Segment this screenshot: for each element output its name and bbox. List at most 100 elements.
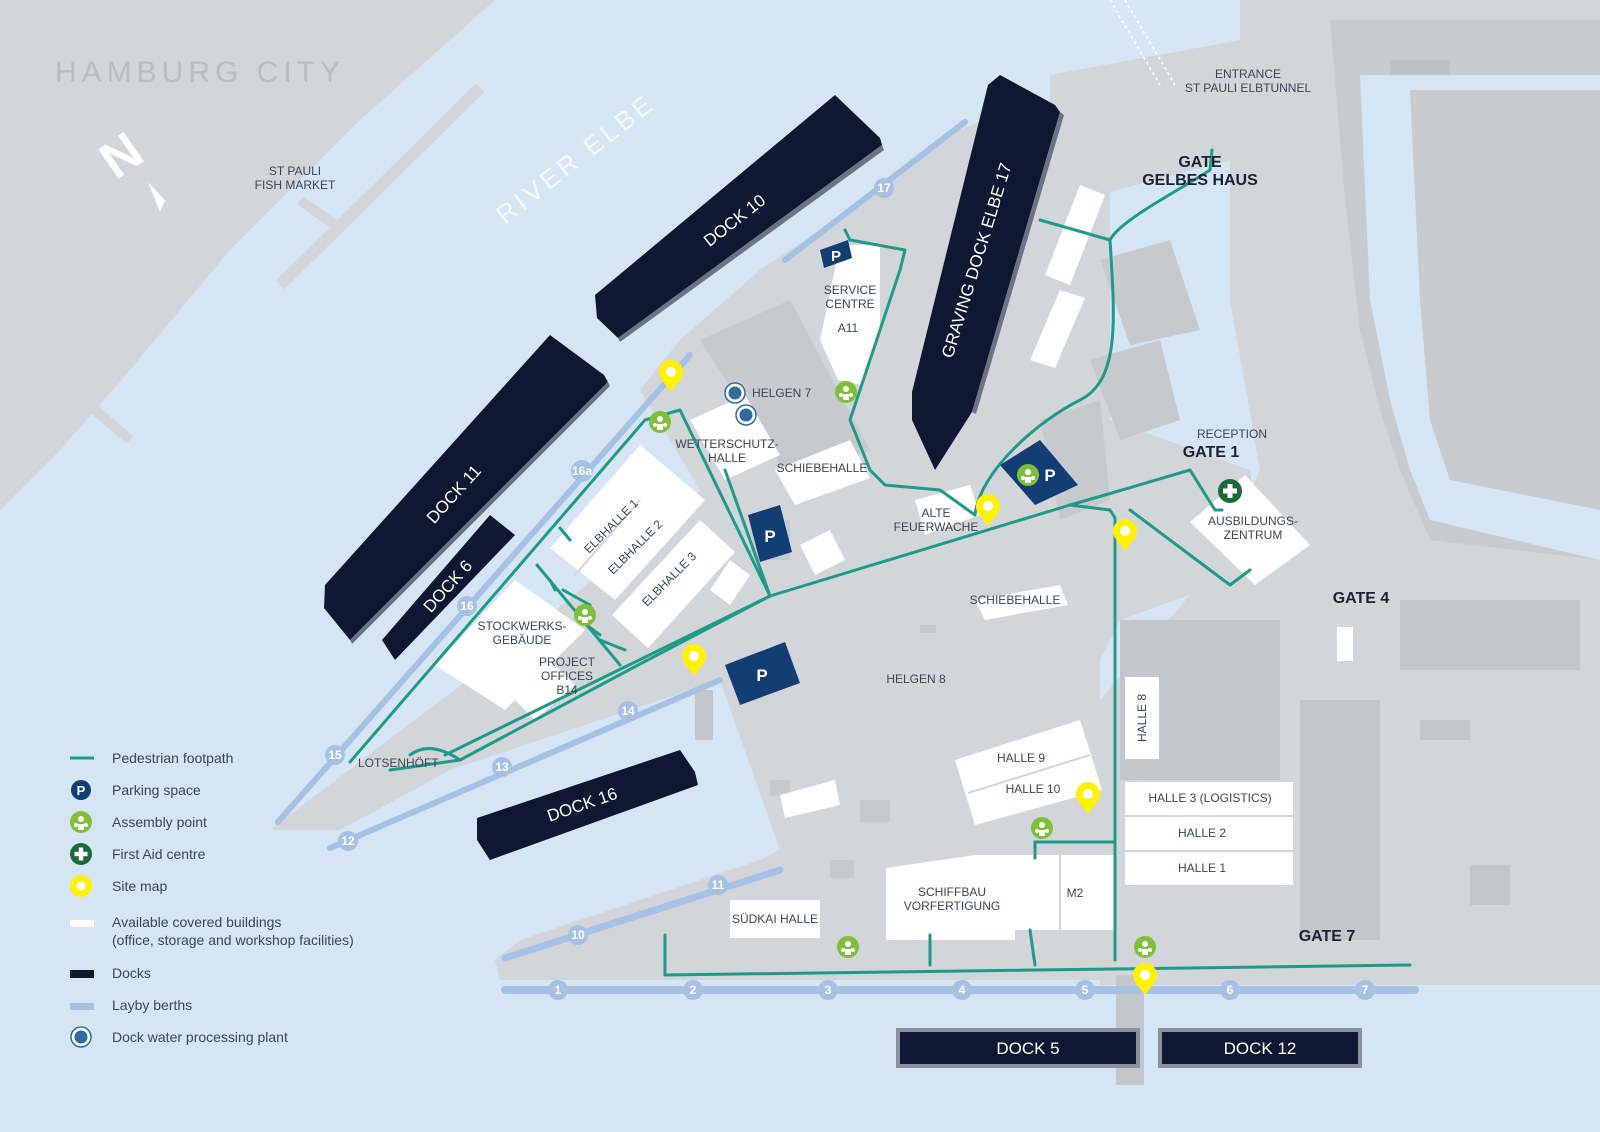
svg-text:ZENTRUM: ZENTRUM bbox=[1224, 528, 1283, 542]
assembly-point-icon[interactable] bbox=[837, 936, 859, 958]
svg-text:11: 11 bbox=[712, 878, 725, 892]
gate-labels: GATE GELBES HAUS GATE 1 GATE 4 GATE 7 bbox=[1142, 154, 1389, 945]
parking-icon[interactable]: P bbox=[748, 505, 792, 562]
pedestrian-footpaths bbox=[348, 148, 1412, 977]
site-map-pin-icon bbox=[70, 875, 92, 897]
svg-text:PROJECT: PROJECT bbox=[539, 655, 596, 669]
svg-text:Layby berths: Layby berths bbox=[112, 997, 192, 1013]
berth-badge: 13 bbox=[492, 757, 512, 777]
svg-text:Parking space: Parking space bbox=[112, 782, 201, 798]
assembly-point-icon[interactable] bbox=[835, 381, 857, 403]
berth-badge: 16 bbox=[457, 596, 477, 616]
parking-icon[interactable]: P bbox=[725, 642, 800, 705]
svg-text:P: P bbox=[77, 783, 86, 798]
gate-7: GATE 7 bbox=[1299, 928, 1356, 945]
covered-building-swatch bbox=[70, 920, 94, 927]
svg-text:VORFERTIGUNG: VORFERTIGUNG bbox=[904, 899, 1000, 913]
building-schiebehalle-top bbox=[775, 440, 870, 505]
svg-text:P: P bbox=[831, 248, 841, 265]
svg-text:Docks: Docks bbox=[112, 965, 151, 981]
svg-text:HALLE 3 (LOGISTICS): HALLE 3 (LOGISTICS) bbox=[1148, 791, 1271, 805]
city-label: HAMBURG CITY bbox=[55, 56, 345, 89]
svg-text:GEBÄUDE: GEBÄUDE bbox=[493, 633, 552, 647]
legend: Pedestrian footpath P Parking space Asse… bbox=[70, 750, 354, 1048]
first-aid-icon bbox=[70, 843, 92, 865]
building-service-centre bbox=[820, 245, 880, 385]
building-halle-2 bbox=[1125, 817, 1293, 850]
building-project-offices bbox=[505, 655, 575, 720]
building-elbhalle-3 bbox=[612, 520, 735, 648]
building-halle-8 bbox=[1125, 677, 1159, 759]
legend-item-docks: Docks bbox=[70, 965, 151, 981]
svg-text:P: P bbox=[756, 666, 767, 685]
gate-1: GATE 1 bbox=[1183, 444, 1240, 461]
svg-text:GELBES HAUS: GELBES HAUS bbox=[1142, 172, 1258, 189]
assembly-point-icon[interactable] bbox=[1031, 817, 1053, 839]
assembly-point-icon[interactable] bbox=[574, 604, 596, 626]
svg-text:ST PAULI: ST PAULI bbox=[269, 164, 321, 178]
svg-text:HALLE 9: HALLE 9 bbox=[997, 751, 1045, 765]
svg-text:HELGEN 8: HELGEN 8 bbox=[886, 672, 946, 686]
docks bbox=[324, 75, 1362, 1068]
dock-16 bbox=[477, 750, 698, 860]
svg-text:HALLE 1: HALLE 1 bbox=[1178, 861, 1226, 875]
assembly-point-icon[interactable] bbox=[1017, 464, 1039, 486]
building-schiebehalle-mid bbox=[975, 585, 1068, 620]
building-halle-9-10 bbox=[955, 720, 1102, 825]
svg-text:B14: B14 bbox=[556, 683, 578, 697]
svg-text:2: 2 bbox=[690, 983, 697, 997]
assembly-point-icon[interactable] bbox=[649, 411, 671, 433]
svg-text:HALLE 8: HALLE 8 bbox=[1135, 694, 1149, 742]
svg-text:DOCK 5: DOCK 5 bbox=[996, 1039, 1059, 1058]
building-strip-north bbox=[1045, 185, 1105, 285]
parking-icon[interactable]: P bbox=[820, 240, 852, 268]
svg-text:AUSBILDUNGS-: AUSBILDUNGS- bbox=[1208, 514, 1298, 528]
svg-text:7: 7 bbox=[1362, 983, 1369, 997]
svg-text:First Aid centre: First Aid centre bbox=[112, 846, 206, 862]
legend-item-layby-berths: Layby berths bbox=[70, 997, 192, 1013]
svg-text:ST PAULI ELBTUNNEL: ST PAULI ELBTUNNEL bbox=[1185, 81, 1312, 95]
svg-text:SCHIEBEHALLE: SCHIEBEHALLE bbox=[970, 593, 1061, 607]
water-plant-icon bbox=[70, 1026, 92, 1048]
svg-text:5: 5 bbox=[1082, 983, 1089, 997]
svg-text:P: P bbox=[764, 527, 775, 546]
legend-item-first-aid: First Aid centre bbox=[70, 843, 206, 865]
svg-text:16: 16 bbox=[460, 599, 474, 613]
dock-12 bbox=[1158, 1028, 1362, 1068]
svg-text:15: 15 bbox=[328, 748, 342, 762]
svg-text:1: 1 bbox=[555, 983, 562, 997]
svg-text:Pedestrian footpath: Pedestrian footpath bbox=[112, 750, 233, 766]
covered-buildings bbox=[435, 185, 1353, 940]
svg-text:M2: M2 bbox=[1067, 886, 1084, 900]
building-alte-feuerwache bbox=[915, 485, 980, 535]
svg-text:(office, storage and workshop: (office, storage and workshop facilities… bbox=[112, 932, 354, 948]
berth-badge: 5 bbox=[1075, 980, 1095, 1000]
svg-text:SERVICE: SERVICE bbox=[824, 283, 876, 297]
legend-item-assembly: Assembly point bbox=[70, 811, 207, 833]
parking-icon[interactable]: P bbox=[1000, 440, 1078, 505]
svg-text:ALTE: ALTE bbox=[921, 506, 950, 520]
svg-text:FISH MARKET: FISH MARKET bbox=[255, 178, 336, 192]
berth-numbers: 1 2 3 4 5 6 7 10 11 12 13 14 15 16 16a 1… bbox=[325, 178, 1375, 1000]
svg-text:13: 13 bbox=[495, 760, 509, 774]
svg-text:LOTSENHÖFT: LOTSENHÖFT bbox=[358, 756, 439, 770]
svg-text:16a: 16a bbox=[572, 464, 592, 478]
svg-text:17: 17 bbox=[877, 181, 891, 195]
svg-text:HELGEN 7: HELGEN 7 bbox=[752, 386, 812, 400]
svg-text:Assembly point: Assembly point bbox=[112, 814, 207, 830]
assembly-point-icon bbox=[70, 811, 92, 833]
berth-badge: 4 bbox=[952, 980, 972, 1000]
svg-text:3: 3 bbox=[825, 983, 832, 997]
dock-11 bbox=[324, 335, 608, 640]
svg-text:A11: A11 bbox=[838, 321, 859, 335]
first-aid-icon[interactable] bbox=[1218, 479, 1242, 503]
berth-badge: 3 bbox=[818, 980, 838, 1000]
legend-item-water-plant: Dock water processing plant bbox=[70, 1026, 288, 1048]
dock-5 bbox=[896, 1028, 1140, 1068]
legend-item-parking: P Parking space bbox=[71, 780, 201, 800]
river-label: RIVER ELBE bbox=[490, 87, 661, 230]
svg-text:WETTERSCHUTZ-: WETTERSCHUTZ- bbox=[675, 437, 778, 451]
svg-text:RECEPTION: RECEPTION bbox=[1197, 427, 1267, 441]
assembly-point-icon[interactable] bbox=[1134, 936, 1156, 958]
dock-6 bbox=[382, 515, 515, 660]
